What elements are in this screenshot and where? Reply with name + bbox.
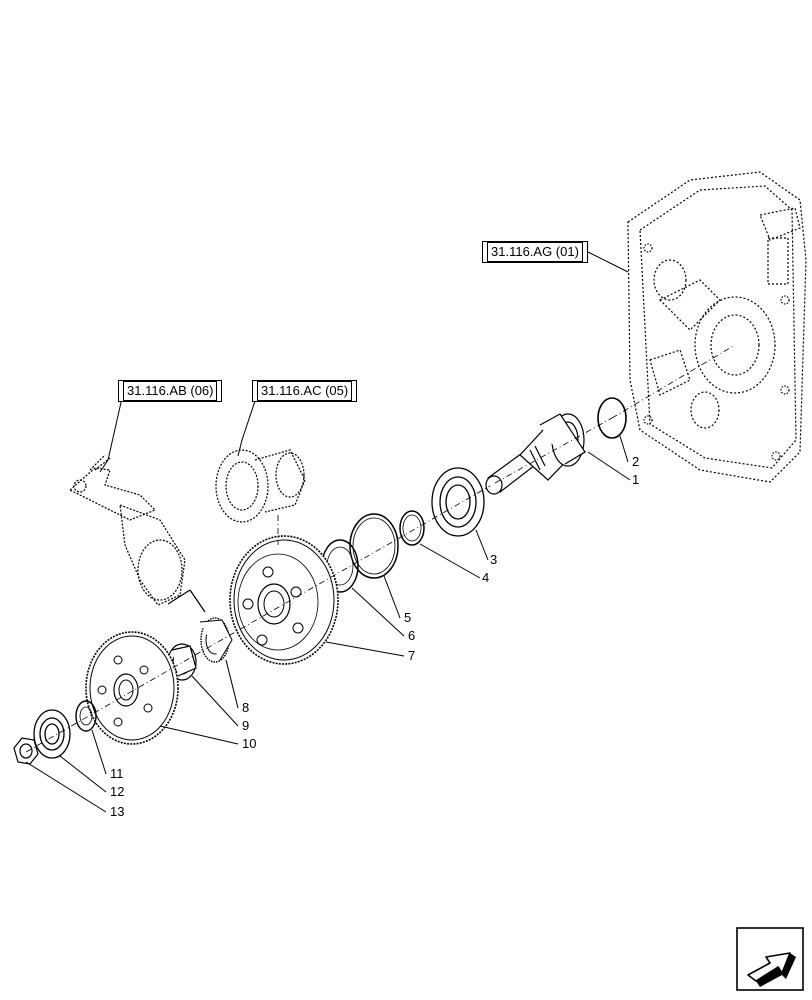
large-gear-part-7: [229, 535, 339, 665]
assembly-axis: [25, 344, 736, 753]
reference-31-116-ab[interactable]: 31.116.AB (06): [118, 380, 223, 402]
bearing-part-3: [431, 467, 485, 537]
small-gear-part-8: [199, 617, 233, 663]
gear-part-10: [85, 631, 179, 745]
callout-6: 6: [408, 628, 416, 643]
callout-9: 9: [242, 718, 250, 733]
callout-13: 13: [110, 804, 125, 819]
snap-ring-part-5: [349, 513, 399, 579]
washer-part-11: [75, 700, 97, 732]
callout-12: 12: [110, 784, 125, 799]
synchronizer-assembly: [215, 449, 306, 523]
callout-7: 7: [408, 648, 416, 663]
reference-label: 31.116.AG (01): [487, 242, 583, 262]
reference-label: 31.116.AB (06): [123, 381, 218, 401]
callout-leaders: [25, 435, 631, 813]
section-bracket: [167, 589, 206, 613]
callout-1: 1: [632, 472, 640, 487]
next-page-arrow-icon[interactable]: [736, 927, 804, 991]
reference-31-116-ac[interactable]: 31.116.AC (05): [252, 380, 358, 402]
snap-ring-part-4: [399, 510, 425, 546]
reference-31-116-ag[interactable]: 31.116.AG (01): [482, 241, 588, 263]
o-ring-part-2: [597, 397, 627, 439]
pinion-shaft-part-1: [485, 413, 586, 495]
callout-2: 2: [632, 454, 640, 469]
callout-5: 5: [404, 610, 412, 625]
callout-3: 3: [490, 552, 498, 567]
transmission-housing: [627, 171, 807, 483]
callout-4: 4: [482, 570, 490, 585]
shift-fork-assembly: [68, 454, 186, 606]
callout-11: 11: [110, 766, 124, 781]
reference-leaders: [99, 251, 629, 473]
callout-8: 8: [242, 700, 250, 715]
bearing-part-12: [33, 709, 71, 759]
callout-10: 10: [242, 736, 257, 751]
nut-part-13: [13, 737, 39, 765]
reference-label: 31.116.AC (05): [257, 381, 353, 401]
